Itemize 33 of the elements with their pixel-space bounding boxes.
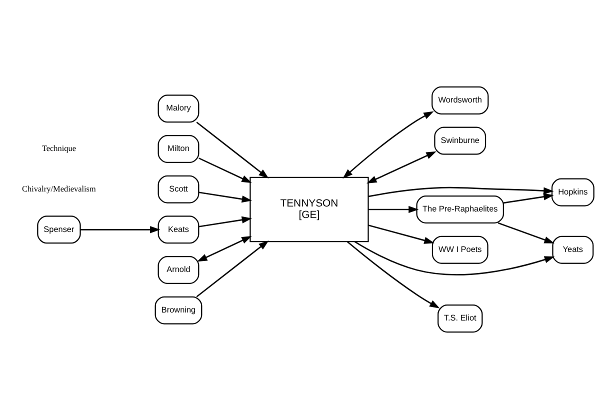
node-box: Browning <box>154 296 202 324</box>
node-box: Scott <box>158 175 200 204</box>
arrow <box>498 222 554 244</box>
node-box: The Pre-Raphaelites <box>416 196 504 224</box>
arrow <box>197 236 252 262</box>
arrow <box>196 240 269 298</box>
node-box: Milton <box>158 134 200 163</box>
arrow <box>342 111 434 179</box>
arrow <box>80 226 160 234</box>
arrow <box>368 224 434 244</box>
arrow <box>503 193 554 204</box>
arrow <box>354 241 555 276</box>
arrow <box>368 186 554 198</box>
arrow <box>196 122 269 179</box>
node-box: Arnold <box>158 256 200 284</box>
node-box: Hopkins <box>551 178 594 206</box>
node-box: Spenser <box>37 216 81 244</box>
node-box: Malory <box>158 94 200 123</box>
arrow <box>198 158 252 183</box>
label: Technique <box>42 144 76 154</box>
node-box: Yeats <box>552 236 594 264</box>
node-box: Swinburne <box>434 126 486 155</box>
label: Chivalry/Medievalism <box>22 184 96 194</box>
arrow <box>198 192 252 203</box>
arrow <box>366 151 436 184</box>
node-box: Keats <box>158 216 200 244</box>
node-box: TENNYSON [GE] <box>250 176 369 242</box>
node-box: WW I Poets <box>432 236 488 264</box>
arrow <box>368 206 419 214</box>
node-box: Wordsworth <box>432 86 489 114</box>
node-box: T.S. Eliot <box>438 304 483 333</box>
arrow <box>198 216 252 228</box>
arrow <box>346 241 440 308</box>
